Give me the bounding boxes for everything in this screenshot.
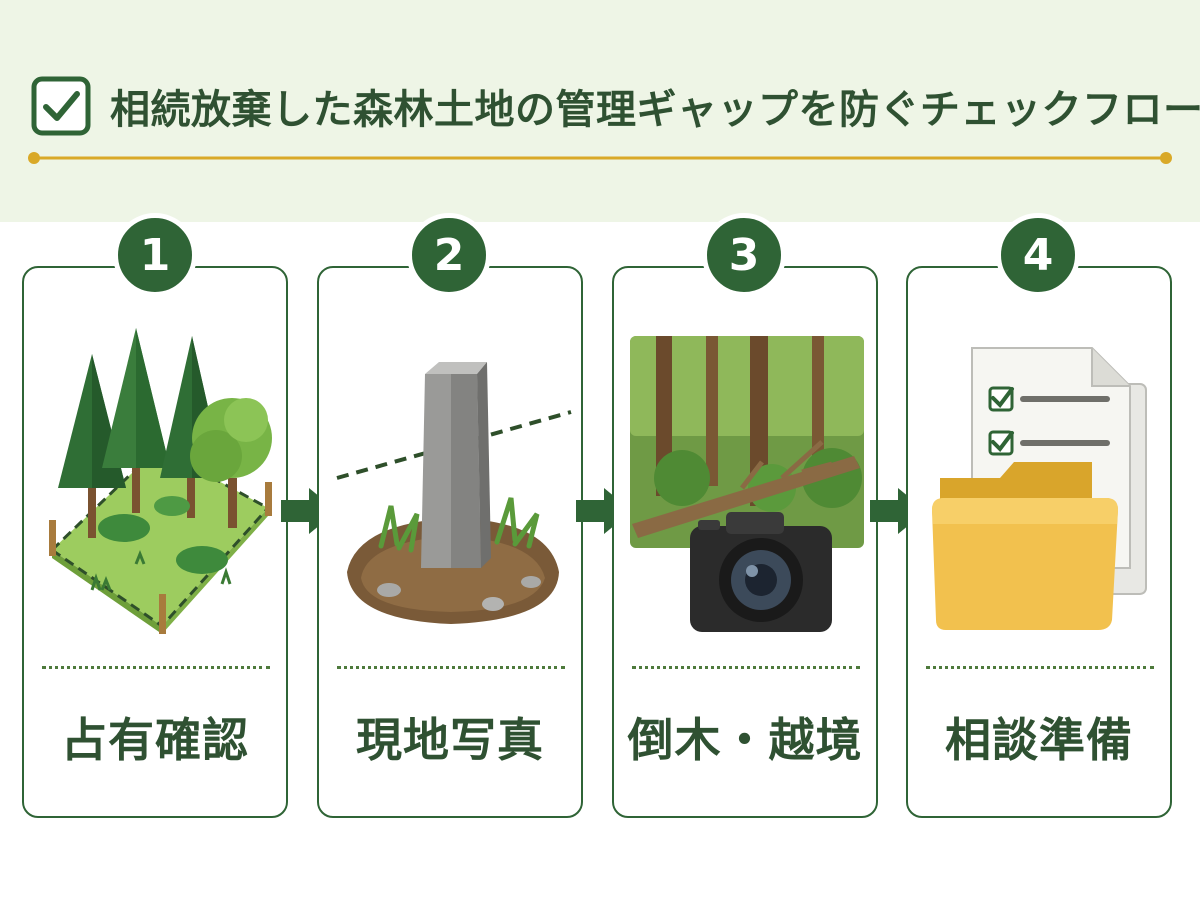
documents-folder-icon — [932, 347, 1147, 630]
step-label-4: 相談準備 — [945, 713, 1133, 767]
step-card-1: 占有確認 — [22, 266, 288, 818]
step-label-3: 倒木・越境 — [627, 713, 863, 767]
title-underline — [28, 152, 1172, 164]
step-divider — [926, 666, 1154, 669]
page-title: 相続放棄した森林土地の管理ギャップを防ぐチェックフロー — [110, 87, 1200, 133]
step-card-4: 相談準備 — [906, 266, 1172, 818]
forest-plot-icon — [49, 328, 272, 634]
checkbox-icon — [31, 76, 91, 136]
step-divider — [337, 666, 565, 669]
step-number-2: 2 — [407, 213, 491, 297]
step-divider — [42, 666, 270, 669]
step-number-4: 4 — [996, 213, 1080, 297]
fallen-tree-camera-icon — [630, 336, 864, 632]
step-card-2: 現地写真 — [317, 266, 583, 818]
step-label-2: 現地写真 — [356, 713, 544, 767]
header-band — [0, 0, 1200, 222]
step-number-1: 1 — [113, 213, 197, 297]
boundary-marker-icon — [336, 362, 572, 624]
step-divider — [632, 666, 860, 669]
step-card-3: 倒木・越境 — [612, 266, 878, 818]
step-number-3: 3 — [702, 213, 786, 297]
title-row: 相続放棄した森林土地の管理ギャップを防ぐチェックフロー — [30, 66, 1200, 146]
step-label-1: 占有確認 — [61, 713, 249, 767]
